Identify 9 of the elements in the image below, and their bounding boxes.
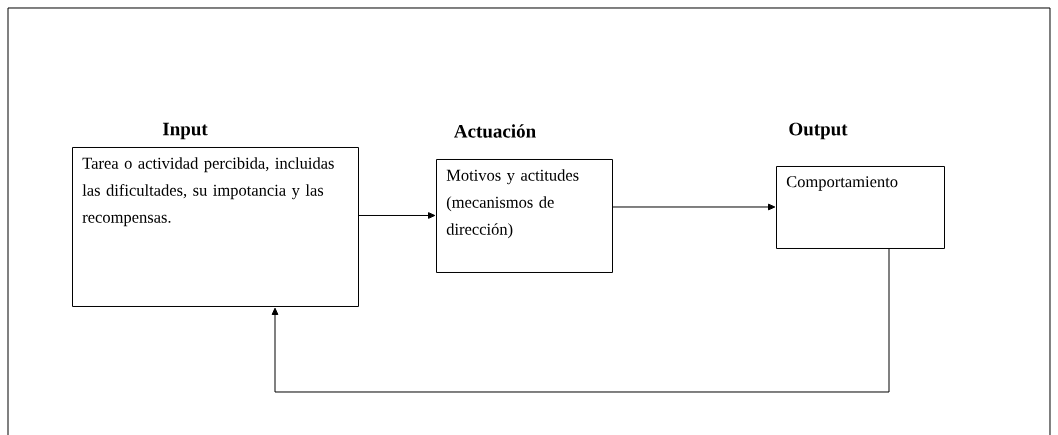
column-heading: Actuación: [454, 124, 536, 138]
process-box: Motivos y actitudes (mecanismos de dirección): [436, 159, 613, 273]
arrow: [612, 203, 776, 211]
process-box: Comportamiento: [776, 166, 945, 249]
arrow: [358, 212, 436, 219]
column-heading: Input: [162, 122, 208, 140]
column-heading: Output: [789, 122, 848, 140]
arrow: [271, 248, 890, 393]
process-box: Tarea o actividad percibida, incluidas las dificultades, su impotancia y las recompensas.: [72, 147, 359, 307]
